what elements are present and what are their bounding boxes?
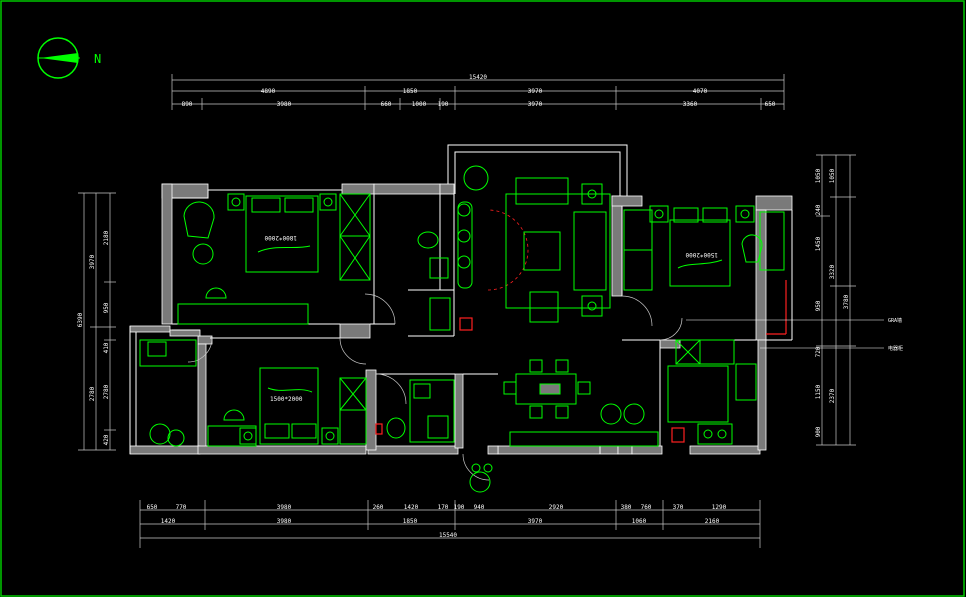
dim-top-r2: 650 xyxy=(765,101,776,108)
dim-bot-r1: 2920 xyxy=(549,504,564,511)
callout-1: GRA墙 xyxy=(888,317,902,324)
left-dimension-lines xyxy=(78,192,116,451)
bottom-dimension-lines xyxy=(139,500,761,548)
dim-top-r2: 1000 xyxy=(412,101,427,108)
door-swings xyxy=(187,293,683,481)
right-dimension-texts: 1050 240 1450 950 720 1150 900 1050 3320… xyxy=(815,168,850,437)
dim-bot-total: 15540 xyxy=(439,532,457,539)
dim-right-outer: 2370 xyxy=(829,388,836,403)
dim-left-inner: 2780 xyxy=(89,386,96,401)
dim-left-row: 420 xyxy=(103,434,110,445)
north-arrow-icon xyxy=(37,37,80,79)
dim-bot-r1: 170 xyxy=(438,504,449,511)
red-markers xyxy=(375,280,787,443)
north-label: N xyxy=(94,52,101,66)
callout-2: 电器柜 xyxy=(888,345,903,352)
dim-left-row: 950 xyxy=(103,302,110,313)
dim-bot-r2: 1420 xyxy=(161,518,176,525)
dim-right-row: 720 xyxy=(815,346,822,357)
master-bed-label: 1800*2000 xyxy=(264,234,297,241)
dim-right-outer: 3320 xyxy=(829,264,836,279)
right-bed xyxy=(669,219,731,287)
dim-bot-r2: 3980 xyxy=(277,518,292,525)
top-dimension-lines xyxy=(171,74,785,110)
dim-bot-r1: 760 xyxy=(641,504,652,511)
walls xyxy=(129,183,793,455)
second-bed-label: 1500*2000 xyxy=(270,396,303,403)
second-bed xyxy=(259,367,319,445)
furniture xyxy=(139,165,785,493)
dim-top-r2: 3970 xyxy=(528,101,543,108)
dim-top-r1: 1850 xyxy=(403,88,418,95)
dim-top-r1: 4070 xyxy=(693,88,708,95)
dim-bot-r1: 380 xyxy=(621,504,632,511)
dim-bot-r2: 1060 xyxy=(632,518,647,525)
dim-bot-r1: 1420 xyxy=(404,504,419,511)
dim-bot-r1: 190 xyxy=(454,504,465,511)
dim-right-row: 1150 xyxy=(815,384,822,399)
dim-bot-r1: 3980 xyxy=(277,504,292,511)
dim-right-outer: 1050 xyxy=(829,168,836,183)
dim-bot-r2: 1850 xyxy=(403,518,418,525)
dim-bot-r1: 940 xyxy=(474,504,485,511)
dim-bot-r1: 260 xyxy=(373,504,384,511)
dim-top-total: 15420 xyxy=(469,74,487,81)
dim-bot-r1: 650 xyxy=(147,504,158,511)
right-bed-label: 1500*2000 xyxy=(685,251,718,258)
left-dimension-texts: 6390 3970 2780 2180 950 410 2780 420 xyxy=(77,230,110,445)
wall-outlines xyxy=(129,144,793,454)
dim-left-row: 410 xyxy=(103,342,110,353)
right-dimension-lines xyxy=(816,154,856,446)
dim-right-row: 950 xyxy=(815,300,822,311)
dim-top-r1: 3970 xyxy=(528,88,543,95)
dim-top-r2: 890 xyxy=(182,101,193,108)
master-bed xyxy=(245,195,319,273)
top-dimension-texts: 15420 4890 1850 3970 4070 890 3980 660 1… xyxy=(182,74,776,108)
dim-top-r2: 190 xyxy=(438,101,449,108)
dim-top-r2: 3360 xyxy=(683,101,698,108)
dim-bot-r1: 1290 xyxy=(712,504,727,511)
dim-right-row: 1450 xyxy=(815,236,822,251)
dim-right-extra: 3780 xyxy=(843,294,850,309)
dim-left-inner: 3970 xyxy=(89,254,96,269)
dim-right-row: 1050 xyxy=(815,168,822,183)
dim-top-r2: 3980 xyxy=(277,101,292,108)
dim-right-row: 900 xyxy=(815,426,822,437)
dim-bot-r1: 770 xyxy=(176,504,187,511)
dim-left-row: 2780 xyxy=(103,384,110,399)
bottom-dimension-texts: 650 770 3980 260 1420 170 190 940 2920 3… xyxy=(147,504,727,539)
dim-left-row: 2180 xyxy=(103,230,110,245)
dim-bot-r2: 3970 xyxy=(528,518,543,525)
living-door-arc xyxy=(487,209,529,291)
dim-right-row: 240 xyxy=(815,204,822,215)
dim-top-r2: 660 xyxy=(381,101,392,108)
dim-bot-r1: 370 xyxy=(673,504,684,511)
dim-bot-r2: 2160 xyxy=(705,518,720,525)
dim-top-r1: 4890 xyxy=(261,88,276,95)
dim-left-outer: 6390 xyxy=(77,312,84,327)
callout-leaders xyxy=(686,319,884,349)
